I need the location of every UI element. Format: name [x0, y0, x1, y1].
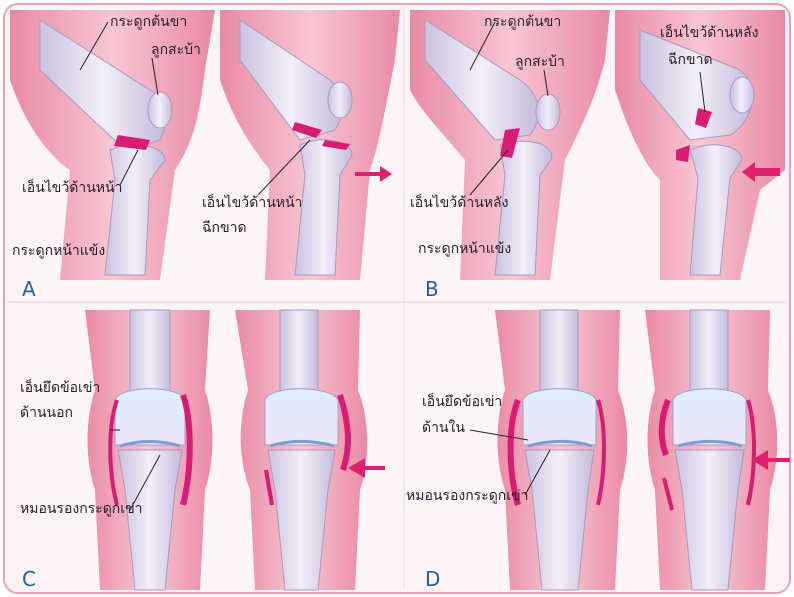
label-acl-a: เอ็นไขว้ด้านหน้า	[22, 181, 122, 195]
label-lcl-line2-c: ด้านนอก	[20, 406, 73, 420]
label-patella-b: ลูกสะบ้า	[515, 55, 565, 69]
label-patella-a: ลูกสะบ้า	[151, 43, 201, 57]
label-pcl-torn-line2-b: ฉีกขาด	[668, 53, 713, 67]
label-pcl-torn-line1-b: เอ็นไขว้ด้านหลัง	[660, 26, 758, 40]
panel-c-knee-1	[85, 310, 213, 590]
label-mcl-line1-d: เอ็นยึดข้อเข่า	[422, 395, 502, 409]
label-acl-torn-line2-a: ฉีกขาด	[202, 221, 247, 235]
panel-letter-a: A	[22, 279, 36, 299]
label-femur-a: กระดูกต้นขา	[110, 15, 187, 29]
panel-d-knee-1	[495, 310, 627, 590]
label-tibia-b: กระดูกหน้าแข้ง	[418, 242, 511, 256]
label-pcl-b: เอ็นไขว้ด้านหลัง	[410, 196, 508, 210]
panel-letter-c: C	[22, 569, 36, 589]
label-mcl-line2-d: ด้านใน	[422, 421, 465, 435]
label-acl-torn-line1-a: เอ็นไขว้ด้านหน้า	[202, 196, 302, 210]
panel-letter-b: B	[425, 279, 439, 299]
panel-letter-d: D	[425, 569, 440, 589]
label-tibia-a: กระดูกหน้าแข้ง	[12, 244, 105, 258]
label-femur-b: กระดูกต้นขา	[484, 15, 561, 29]
label-meniscus-d: หมอนรองกระดูกเข่า	[406, 489, 529, 503]
label-lcl-line1-c: เอ็นยึดข้อเข่า	[20, 381, 100, 395]
label-meniscus-c: หมอนรองกระดูกเข่า	[20, 502, 143, 516]
